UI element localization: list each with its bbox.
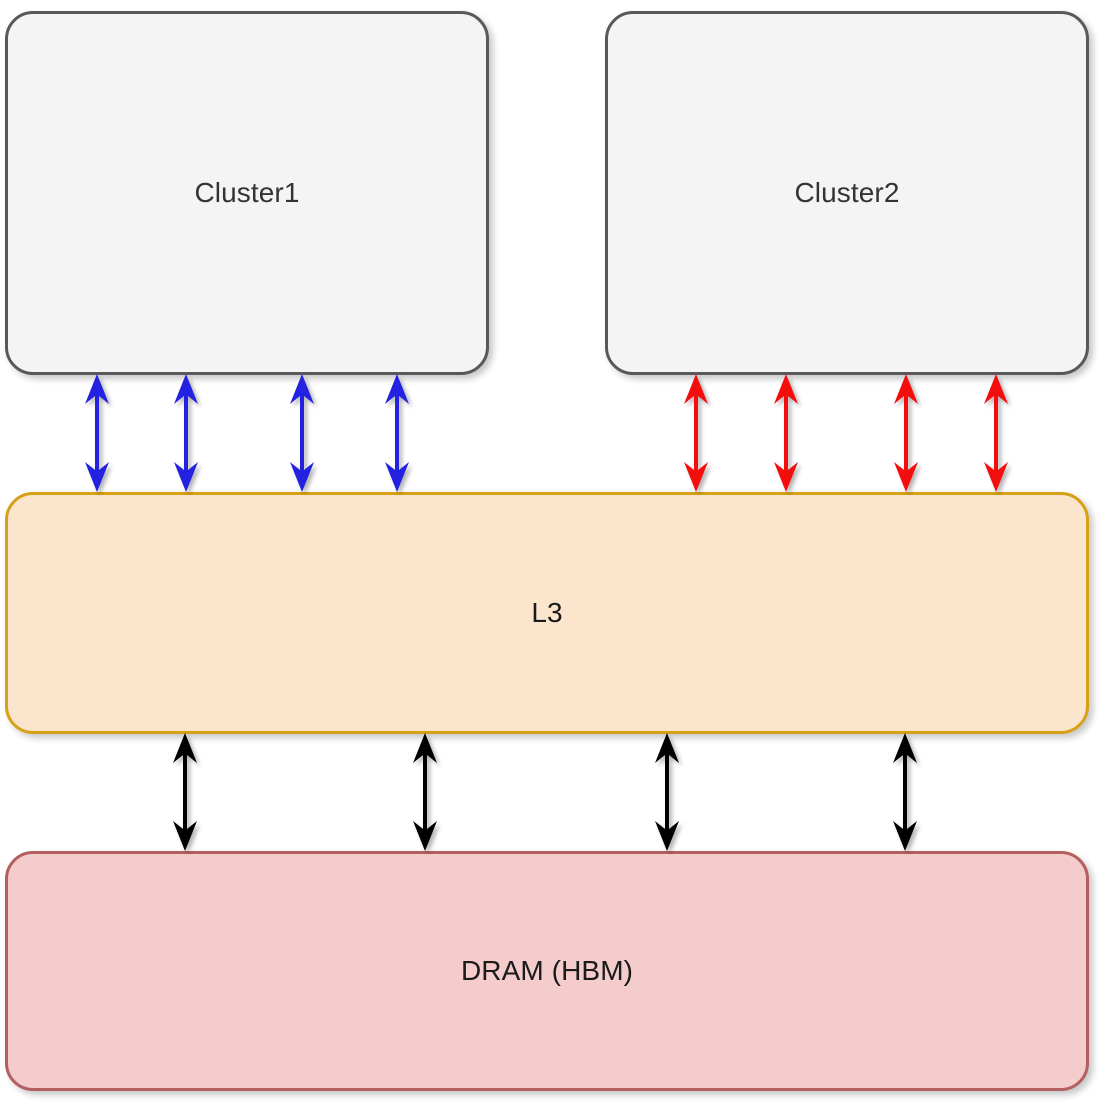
arrow-cluster2-to-l3-1 bbox=[684, 374, 708, 492]
arrow-cluster2-to-l3-3 bbox=[894, 374, 918, 492]
node-l3-label: L3 bbox=[531, 597, 563, 628]
arrow-l3-to-dram-3 bbox=[655, 733, 679, 851]
arrow-l3-to-dram-4 bbox=[893, 733, 917, 851]
arrow-cluster2-to-l3-2 bbox=[774, 374, 798, 492]
node-cluster1[interactable]: Cluster1 bbox=[5, 11, 489, 375]
arrow-cluster2-to-l3-4 bbox=[984, 374, 1008, 492]
node-cluster2[interactable]: Cluster2 bbox=[605, 11, 1089, 375]
node-dram-label: DRAM (HBM) bbox=[460, 955, 634, 986]
arrow-cluster1-to-l3-2 bbox=[174, 374, 198, 492]
arrow-cluster1-to-l3-1 bbox=[85, 374, 109, 492]
node-cluster1-label: Cluster1 bbox=[194, 177, 300, 208]
arrow-l3-to-dram-1 bbox=[173, 733, 197, 851]
arrow-cluster1-to-l3-3 bbox=[290, 374, 314, 492]
node-dram-hbm[interactable]: DRAM (HBM) bbox=[5, 851, 1089, 1091]
node-l3-cache[interactable]: L3 bbox=[5, 492, 1089, 734]
node-cluster2-label: Cluster2 bbox=[794, 177, 900, 208]
arrow-l3-to-dram-2 bbox=[413, 733, 437, 851]
arrow-cluster1-to-l3-4 bbox=[385, 374, 409, 492]
